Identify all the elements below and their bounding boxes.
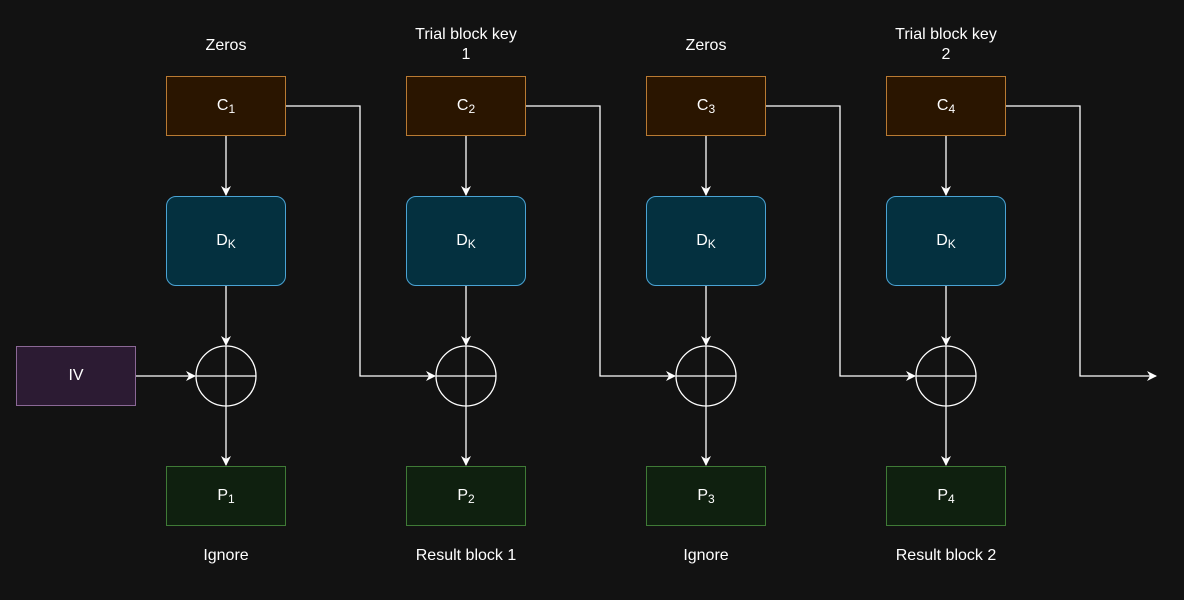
xor-icon-2 xyxy=(435,345,497,407)
plaintext-2-letter: P xyxy=(457,487,468,504)
chain-wire-2 xyxy=(526,105,676,381)
top-label-2: Trial block key 1 xyxy=(415,26,517,63)
decrypt-block-2: DK xyxy=(406,196,526,286)
ciphertext-2-subscript: 2 xyxy=(468,102,476,116)
top-label-1: Zeros xyxy=(205,37,247,54)
chain-wire-out-4 xyxy=(1006,105,1157,381)
decrypt-3-text: DK xyxy=(696,232,716,251)
xor-icon-4 xyxy=(915,345,977,407)
decrypt-2-text: DK xyxy=(456,232,476,251)
ciphertext-block-1: C1 xyxy=(166,76,286,136)
plaintext-3-text: P3 xyxy=(697,487,715,506)
plaintext-block-3: P3 xyxy=(646,466,766,526)
plaintext-1-letter: P xyxy=(217,487,228,504)
plaintext-block-1: P1 xyxy=(166,466,286,526)
ciphertext-4-letter: C xyxy=(936,97,949,114)
xor-icon-1 xyxy=(195,345,257,407)
ciphertext-3-text: C3 xyxy=(696,97,716,116)
decrypt-1-subscript: K xyxy=(227,237,236,251)
plaintext-4-letter: P xyxy=(937,487,948,504)
plaintext-2-text: P2 xyxy=(457,487,475,506)
ciphertext-2-letter: C xyxy=(456,97,469,114)
plaintext-3-subscript: 3 xyxy=(707,492,715,506)
decrypt-1-text: DK xyxy=(216,232,236,251)
plaintext-block-4: P4 xyxy=(886,466,1006,526)
plaintext-3-letter: P xyxy=(697,487,708,504)
ciphertext-4-subscript: 4 xyxy=(948,102,956,116)
ciphertext-block-4: C4 xyxy=(886,76,1006,136)
plaintext-2-subscript: 2 xyxy=(467,492,475,506)
decrypt-2-letter: D xyxy=(456,232,468,249)
decrypt-block-3: DK xyxy=(646,196,766,286)
ciphertext-3-letter: C xyxy=(696,97,709,114)
decrypt-4-subscript: K xyxy=(947,237,956,251)
top-label-3: Zeros xyxy=(685,37,727,54)
plaintext-block-2: P2 xyxy=(406,466,526,526)
decrypt-3-subscript: K xyxy=(707,237,716,251)
ciphertext-1-text: C1 xyxy=(216,97,236,116)
decrypt-3-letter: D xyxy=(696,232,708,249)
decrypt-4-letter: D xyxy=(936,232,948,249)
plaintext-1-text: P1 xyxy=(217,487,235,506)
iv-label: IV xyxy=(68,367,84,384)
decrypt-1-letter: D xyxy=(216,232,228,249)
ciphertext-2-text: C2 xyxy=(456,97,476,116)
iv-box: IV xyxy=(16,346,136,406)
bottom-label-4: Result block 2 xyxy=(895,547,997,564)
ciphertext-block-3: C3 xyxy=(646,76,766,136)
ciphertext-3-subscript: 3 xyxy=(708,102,716,116)
plaintext-4-text: P4 xyxy=(937,487,955,506)
ciphertext-1-letter: C xyxy=(216,97,229,114)
top-label-4: Trial block key 2 xyxy=(895,26,997,63)
bottom-label-2: Result block 1 xyxy=(415,547,517,564)
chain-wire-3 xyxy=(766,105,916,381)
plaintext-4-subscript: 4 xyxy=(947,492,955,506)
ciphertext-4-text: C4 xyxy=(936,97,956,116)
bottom-label-3: Ignore xyxy=(683,547,729,564)
decrypt-block-4: DK xyxy=(886,196,1006,286)
decrypt-2-subscript: K xyxy=(467,237,476,251)
ciphertext-1-subscript: 1 xyxy=(228,102,236,116)
plaintext-1-subscript: 1 xyxy=(227,492,235,506)
xor-icon-3 xyxy=(675,345,737,407)
decrypt-block-1: DK xyxy=(166,196,286,286)
chain-wire-1 xyxy=(286,105,436,381)
ciphertext-block-2: C2 xyxy=(406,76,526,136)
decrypt-4-text: DK xyxy=(936,232,956,251)
bottom-label-1: Ignore xyxy=(203,547,249,564)
